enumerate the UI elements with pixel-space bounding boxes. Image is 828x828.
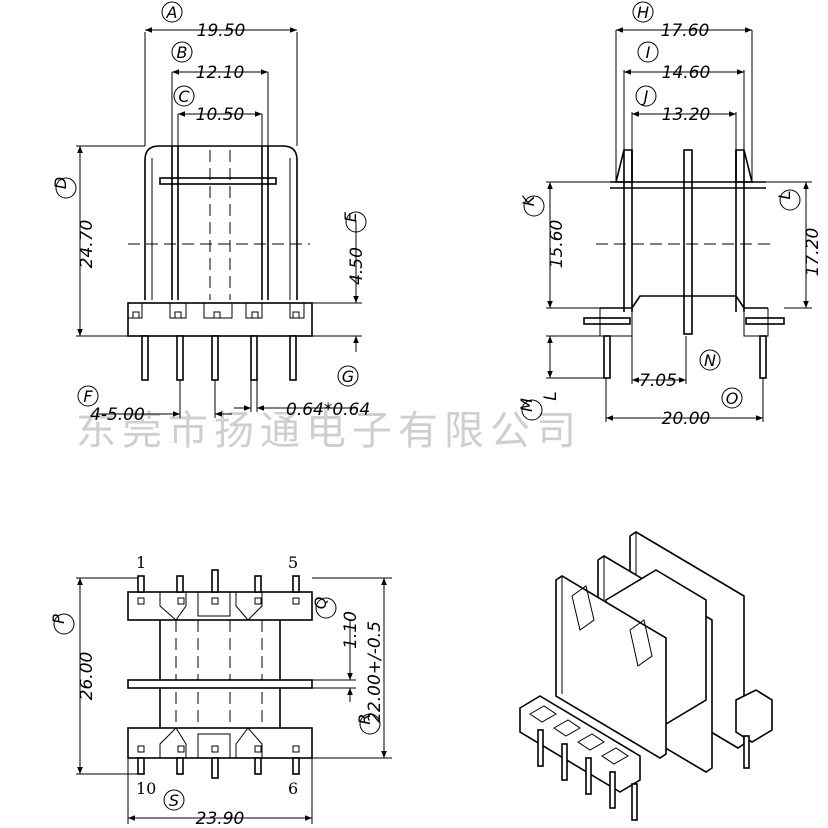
front-pins xyxy=(141,335,297,381)
pin-label-10: 10 xyxy=(136,779,156,798)
bottom-view: 1 5 10 6 P 26.00 Q 1.10 R 22.00+/-0.5 S … xyxy=(49,553,392,828)
dim-c-letter: C xyxy=(178,87,190,106)
dim-marker-c xyxy=(173,85,195,107)
dim-a-letter: A xyxy=(166,3,178,22)
pin-label-1: 1 xyxy=(136,553,146,572)
dim-m-value: L xyxy=(541,391,561,400)
dim-h-letter: H xyxy=(637,3,649,22)
dim-c-value: 10.50 xyxy=(196,105,245,125)
dim-r-letter: R xyxy=(355,713,374,724)
dim-q-letter: Q xyxy=(311,597,330,610)
dim-marker-s xyxy=(163,789,185,811)
dim-i-value: 14.60 xyxy=(662,63,711,83)
pin-label-5: 5 xyxy=(288,553,298,572)
dim-e-letter: E xyxy=(341,211,360,222)
dim-marker-d xyxy=(55,177,77,199)
dim-marker-j xyxy=(635,85,657,107)
dim-i-letter: I xyxy=(646,43,651,62)
dim-marker-m xyxy=(521,399,543,421)
dim-marker-r xyxy=(359,713,381,735)
dim-marker-l xyxy=(779,189,801,211)
dim-marker-a xyxy=(161,1,183,23)
dim-marker-p xyxy=(53,613,75,635)
dim-marker-g xyxy=(337,365,359,387)
dim-marker-e xyxy=(345,211,367,233)
dim-d-value: 24.70 xyxy=(77,220,97,269)
dim-f-letter: F xyxy=(83,387,93,406)
front-view: A 19.50 B 12.10 C 10.50 D 24.70 E 4.50 xyxy=(51,1,370,425)
dim-g-letter: G xyxy=(342,367,354,386)
pin-label-6: 6 xyxy=(288,779,298,798)
dim-marker-k xyxy=(523,195,545,217)
dim-marker-o xyxy=(721,387,743,409)
dim-marker-f xyxy=(77,385,99,407)
dim-o-letter: O xyxy=(726,389,739,408)
dim-marker-i xyxy=(637,41,659,63)
dim-k-letter: K xyxy=(519,194,538,206)
dim-q-value: 1.10 xyxy=(341,611,361,649)
dim-f-value: 4-5.00 xyxy=(90,405,145,425)
dim-n-letter: N xyxy=(704,351,716,370)
dim-marker-n xyxy=(699,349,721,371)
dim-o-value: 20.00 xyxy=(662,409,711,429)
dim-b-value: 12.10 xyxy=(196,63,245,83)
dim-n-value: 7.05 xyxy=(639,371,677,391)
dim-marker-h xyxy=(632,1,654,23)
dim-j-value: 13.20 xyxy=(662,105,711,125)
front-pin-slots xyxy=(127,303,305,319)
dim-marker-b xyxy=(171,41,193,63)
dim-s-letter: S xyxy=(169,791,179,810)
dim-p-value: 26.00 xyxy=(77,652,97,701)
dim-h-value: 17.60 xyxy=(661,21,710,41)
dim-l-letter: L xyxy=(775,191,794,200)
iso-slots xyxy=(529,705,629,765)
dim-l-value: 17.20 xyxy=(803,228,823,277)
dim-j-letter: J xyxy=(641,87,649,106)
dim-b-letter: B xyxy=(177,43,188,62)
dim-s-value: 23.90 xyxy=(196,809,245,828)
dim-p-letter: P xyxy=(49,614,68,624)
dim-k-value: 15.60 xyxy=(547,220,567,269)
isometric-view xyxy=(519,531,773,821)
watermark: 东莞市扬通电子有限公司 xyxy=(76,408,582,454)
dim-r-value: 22.00+/-0.5 xyxy=(365,621,385,723)
iso-pins xyxy=(537,729,750,821)
dim-e-value: 4.50 xyxy=(347,247,367,285)
side-view: H 17.60 I 14.60 J 13.20 K 15.60 L 17.20 xyxy=(517,1,823,429)
dim-g-value: 0.64*0.64 xyxy=(286,400,370,420)
dim-marker-q xyxy=(315,597,337,619)
dim-m-letter: M xyxy=(517,398,536,412)
dim-d-letter: D xyxy=(51,177,70,189)
dim-a-value: 19.50 xyxy=(197,21,246,41)
